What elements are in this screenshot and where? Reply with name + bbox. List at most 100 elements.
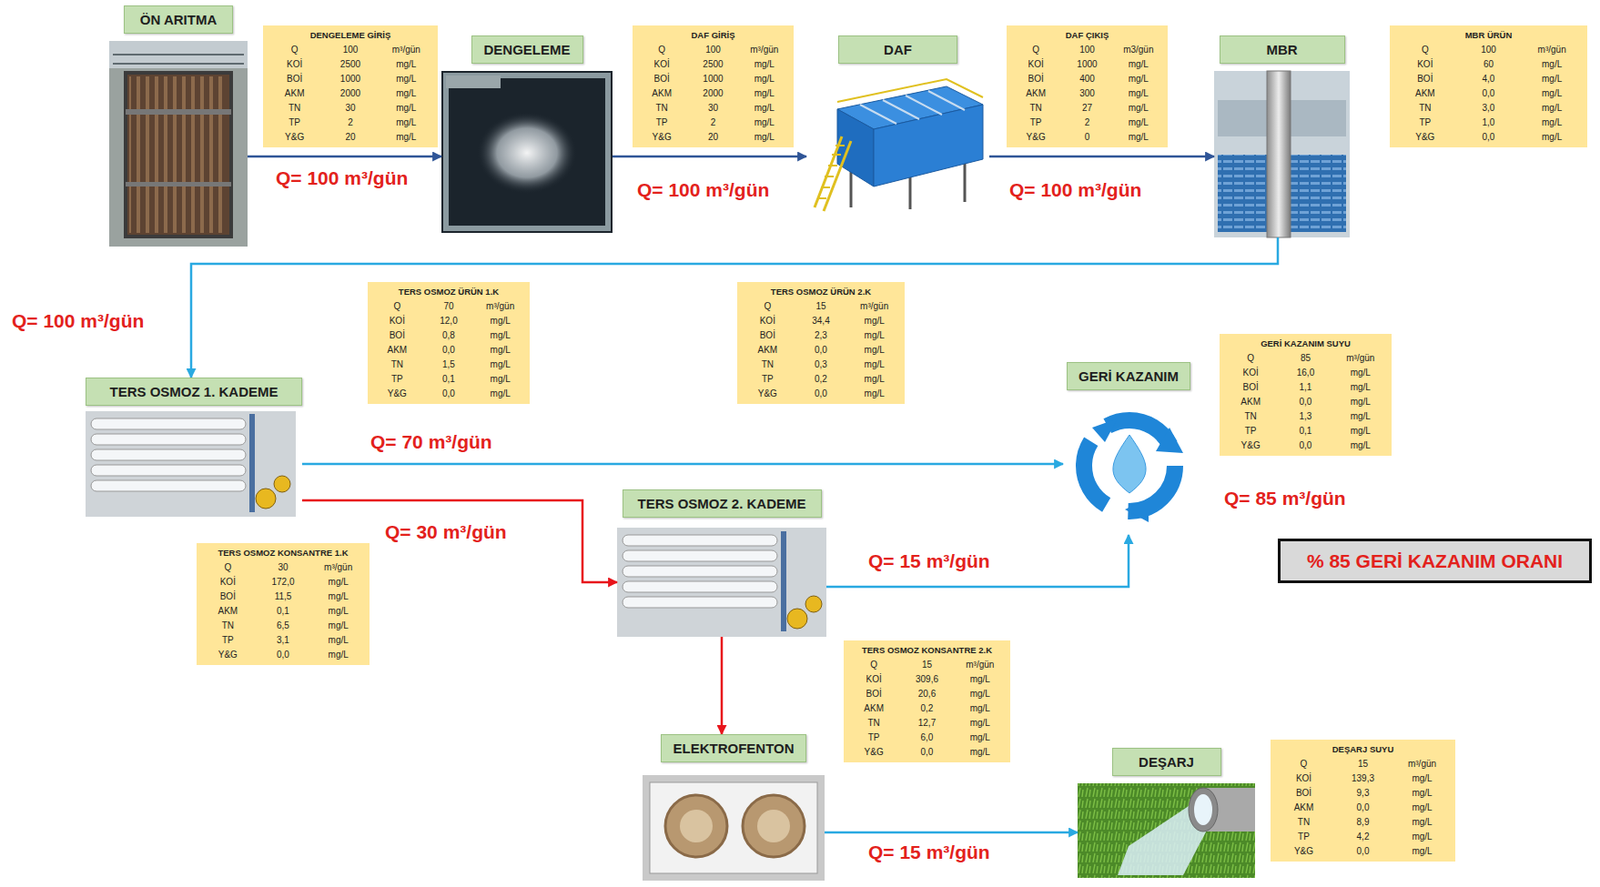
- stage-title: DAF: [838, 35, 958, 64]
- table-title: TERS OSMOZ KONSANTRE 1.K: [202, 546, 365, 560]
- table-title: TERS OSMOZ KONSANTRE 2.K: [849, 644, 1005, 658]
- table-cell: KOİ: [1012, 58, 1060, 71]
- table-cell: Q: [849, 658, 899, 672]
- illustration-part: [814, 136, 851, 212]
- table-cell: mg/L: [380, 116, 433, 130]
- table-title: DAF GİRİŞ: [637, 29, 789, 42]
- table-cell: 100: [1458, 43, 1519, 57]
- table-cell: mg/L: [1335, 410, 1387, 424]
- illustration-part: [742, 795, 805, 858]
- process-stage: ELEKTROFENTON: [642, 734, 825, 882]
- table-cell: BOİ: [1395, 72, 1456, 86]
- table-cell: mg/L: [380, 72, 433, 86]
- illustration-part: [642, 775, 825, 882]
- process-stage: DENGELEME: [441, 35, 613, 233]
- table-cell: TP: [268, 116, 321, 130]
- illustration-part: [109, 40, 248, 247]
- table-cell: KOİ: [202, 576, 254, 589]
- table-cell: Q: [742, 300, 793, 314]
- flow-label: Q= 100 m³/gün: [1006, 178, 1145, 203]
- table-cell: 2500: [688, 58, 737, 71]
- table-cell: mg/L: [1114, 72, 1163, 86]
- illustration-part: [1214, 70, 1350, 238]
- process-stage: TERS OSMOZ 2. KADEME: [617, 489, 827, 638]
- table-cell: m³/gün: [1394, 758, 1450, 771]
- flow-connector: [989, 155, 1215, 159]
- table-cell: mg/L: [740, 116, 789, 130]
- table-cell: mg/L: [1521, 101, 1582, 115]
- table-cell: Y&G: [373, 387, 422, 401]
- table-cell: mg/L: [1394, 801, 1450, 815]
- table-cell: m³/gün: [380, 43, 433, 57]
- table-cell: mg/L: [1394, 787, 1450, 800]
- table-cell: 100: [324, 43, 376, 57]
- stage-title: MBR: [1219, 35, 1346, 64]
- table-cell: mg/L: [1521, 72, 1582, 86]
- illustration-part: [622, 535, 778, 547]
- table-cell: mg/L: [849, 329, 900, 343]
- table-cell: 100: [1063, 43, 1111, 57]
- mbr-photo: [1214, 70, 1350, 238]
- illustration-part: [622, 597, 778, 608]
- table-cell: mg/L: [1114, 131, 1163, 144]
- stage-title: ELEKTROFENTON: [660, 734, 806, 763]
- table-cell: 30: [688, 101, 737, 115]
- table-cell: TP: [1225, 425, 1276, 438]
- table-cell: KOİ: [373, 314, 422, 328]
- table-cell: TP: [373, 373, 422, 386]
- illustration-part: [445, 75, 501, 89]
- table-cell: Y&G: [1012, 131, 1060, 144]
- table-cell: 85: [1279, 352, 1331, 365]
- table-cell: m3/gün: [1114, 43, 1163, 57]
- illustration-part: [273, 475, 291, 493]
- table-cell: KOİ: [849, 673, 899, 687]
- table-cell: TN: [742, 358, 793, 372]
- table-cell: KOİ: [1275, 772, 1332, 786]
- illustration-part: [85, 411, 296, 517]
- table-cell: Q: [202, 561, 254, 575]
- table-cell: 27: [1063, 101, 1111, 115]
- table-cell: Q: [1012, 43, 1060, 57]
- table-cell: mg/L: [380, 58, 433, 71]
- illustration-part: [112, 54, 244, 64]
- table-cell: mg/L: [1521, 131, 1582, 144]
- table-cell: mg/L: [740, 131, 789, 144]
- table-title: MBR ÜRÜN: [1395, 29, 1582, 42]
- table-cell: 0,3: [796, 358, 847, 372]
- flow-label: Q= 100 m³/gün: [273, 166, 411, 191]
- illustration-part: [622, 550, 778, 562]
- table-cell: 0,0: [1458, 87, 1519, 101]
- table-cell: 2000: [688, 87, 737, 101]
- table-cell: TP: [849, 731, 899, 745]
- illustration-part: [91, 480, 246, 492]
- table-cell: mg/L: [955, 746, 1005, 760]
- table-cell: mg/L: [475, 358, 525, 372]
- process-stage: DAF: [806, 35, 990, 214]
- stage-title: DEŞARJ: [1112, 748, 1222, 777]
- table-cell: 15: [1335, 758, 1391, 771]
- illustration-part: [622, 566, 778, 578]
- table-cell: BOİ: [637, 72, 686, 86]
- table-cell: 0,2: [901, 702, 952, 716]
- flow-label: Q= 30 m³/gün: [382, 520, 510, 545]
- table-cell: 2: [688, 116, 737, 130]
- process-stage: TERS OSMOZ 1. KADEME: [85, 377, 303, 517]
- table-cell: TN: [849, 717, 899, 730]
- table-cell: mg/L: [1335, 439, 1387, 453]
- data-table: TERS OSMOZ ÜRÜN 2.KQ15m³/günKOİ34,4mg/LB…: [737, 282, 905, 405]
- illustration-part: [665, 795, 728, 858]
- table-title: GERİ KAZANIM SUYU: [1225, 337, 1387, 351]
- table-cell: m³/gün: [475, 300, 525, 314]
- ro-photo-2: [617, 527, 827, 638]
- electrofenton-photo: [642, 775, 825, 882]
- illustration-part: [109, 40, 248, 69]
- table-cell: mg/L: [1394, 816, 1450, 830]
- illustration-part: [445, 75, 608, 229]
- flow-connector: [247, 155, 442, 159]
- table-cell: BOİ: [849, 688, 899, 701]
- table-cell: mg/L: [1335, 381, 1387, 395]
- table-cell: mg/L: [312, 590, 365, 604]
- flow-connector: [720, 637, 724, 735]
- recycle-icon: [1083, 418, 1184, 523]
- table-cell: TP: [637, 116, 686, 130]
